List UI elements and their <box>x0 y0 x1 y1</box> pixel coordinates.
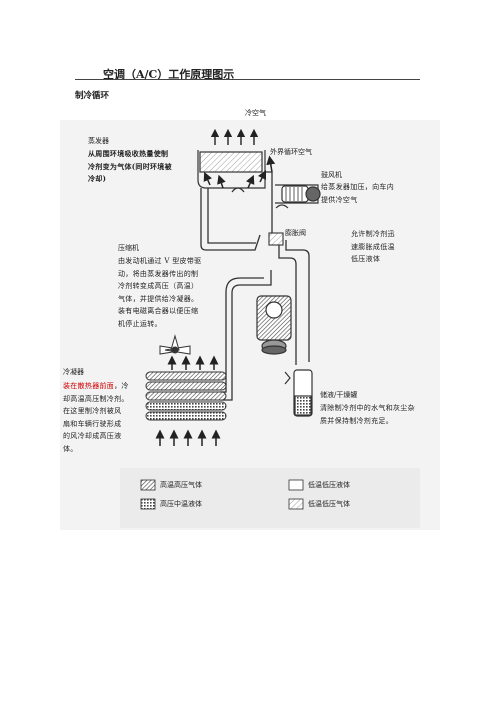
refrigerant-piping <box>200 171 310 401</box>
condenser-airflow-arrows <box>155 355 221 446</box>
legend-background <box>120 468 420 528</box>
outside-air-arrow <box>266 155 276 173</box>
cold-air-arrows <box>210 128 259 145</box>
evaporator-description: 从周围环境吸收热量使制 冷剂变为气体(同时环境被 冷却) <box>88 149 172 183</box>
receiver-drier <box>284 369 313 417</box>
title-underline <box>75 79 420 80</box>
condenser-fan <box>159 334 191 355</box>
legend-label-low-temp-low-pressure-gas: 低温低压气体 <box>308 500 350 508</box>
receiver-drier-title: 储液/干燥罐 <box>320 391 358 399</box>
blower-fan <box>275 184 321 209</box>
expansion-valve-title: 膨胀阀 <box>285 229 306 237</box>
blower-title: 鼓风机 <box>321 171 342 179</box>
expansion-valve <box>268 232 284 246</box>
condenser <box>145 371 227 421</box>
legend-swatch-low-temp-low-pressure-gas <box>288 498 304 510</box>
evaporator-title: 蒸发器 <box>88 137 109 145</box>
refrigeration-cycle-diagram <box>60 120 440 530</box>
legend-swatch-low-temp-low-pressure-liquid <box>288 479 304 491</box>
section-title: 制冷循环 <box>75 91 110 101</box>
receiver-drier-description: 清除制冷剂中的水气和灰尘杂 质并保持制冷剂充足。 <box>320 404 415 425</box>
evaporator-airflow-arrows <box>203 169 267 189</box>
legend-swatch-high-pressure-medium-temp-liquid <box>140 498 156 510</box>
condenser-red-note: 装在散热器前面 <box>63 382 115 390</box>
outside-air-label: 外界循环空气 <box>270 148 312 156</box>
compressor-description: 由发动机通过 V 型皮带驱 动，将由蒸发器传出的制 冷剂转变成高压（高温） 气体… <box>118 257 202 328</box>
page-title: 空调（A/C）工作原理图示 <box>103 68 235 81</box>
legend-label-high-pressure-medium-temp-liquid: 高压中温液体 <box>160 500 202 508</box>
evaporator-housing <box>197 150 266 193</box>
expansion-valve-description: 允许制冷剂迅 速膨胀成低温 低压液体 <box>351 230 395 263</box>
legend-label-high-temp-high-pressure-gas: 高温高压气体 <box>160 481 202 489</box>
legend-label-low-temp-low-pressure-liquid: 低温低压液体 <box>308 481 350 489</box>
compressor-title: 压缩机 <box>118 244 139 252</box>
legend-swatch-high-temp-high-pressure-gas <box>140 479 156 491</box>
blower-description: 给蒸发器加压，向车内 提供冷空气 <box>321 183 394 204</box>
compressor <box>256 295 292 355</box>
condenser-title: 冷凝器 <box>63 368 84 376</box>
cold-air-label: 冷空气 <box>245 109 266 117</box>
condenser-description: 装在散热器前面，冷 却高温高压制冷剂。 在这里制冷剂被风 扇和车辆行驶形成 的风… <box>63 382 129 453</box>
